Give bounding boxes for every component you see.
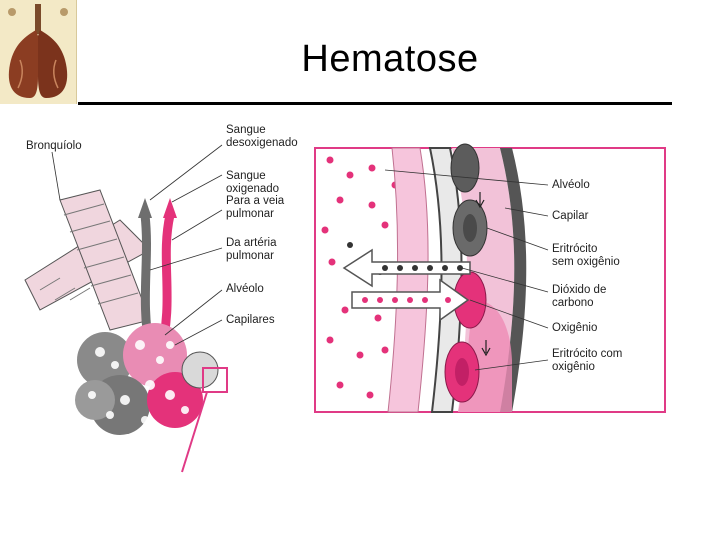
label-da-arteria-pulmonar: Da artéria pulmonar: [226, 237, 277, 263]
label-sangue-desoxigenado: Sangue desoxigenado: [226, 124, 298, 150]
label-eritrocito-sem-oxigenio: Eritrócito sem oxigênio: [552, 243, 620, 269]
label-capilar: Capilar: [552, 210, 588, 223]
label-capilares: Capilares: [226, 314, 275, 327]
label-para-veia-pulmonar: Para a veia pulmonar: [226, 195, 284, 221]
alveolar-cluster: [75, 323, 218, 435]
label-alveolo-left: Alvéolo: [226, 283, 264, 296]
label-dioxido-de-carbono: Dióxido de carbono: [552, 284, 606, 310]
label-bronquiolo: Bronquíolo: [26, 140, 82, 153]
label-oxigenio: Oxigênio: [552, 322, 597, 335]
label-sangue-oxigenado: Sangue oxigenado: [226, 170, 316, 196]
label-eritrocito-com-oxigenio: Eritrócito com oxigênio: [552, 348, 622, 374]
label-alveolo-right: Alvéolo: [552, 179, 590, 192]
bronchiole-illustration: [25, 190, 150, 330]
